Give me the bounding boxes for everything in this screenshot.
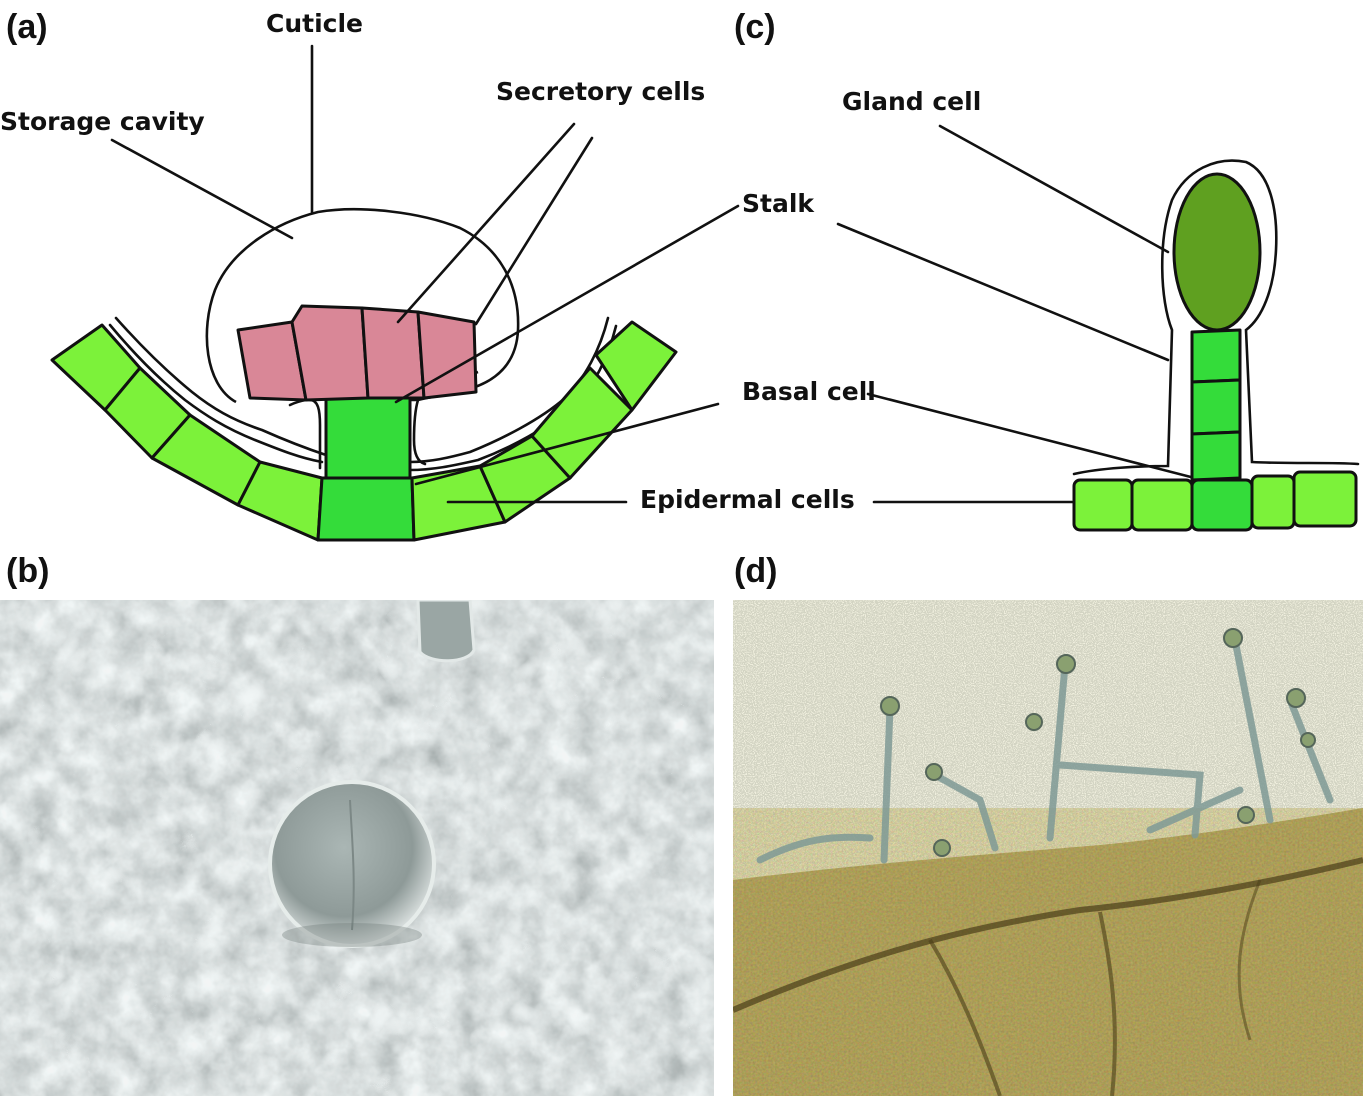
micro-gland-head [933, 839, 951, 857]
panel-b: (b) [0, 552, 714, 1096]
leader-basal-a [414, 402, 720, 486]
stalk-cell [1190, 328, 1242, 384]
micro-gland-head [1056, 654, 1076, 674]
micro-hair [1286, 696, 1334, 804]
label-gland-cell: Gland cell [842, 87, 981, 116]
label-storage-cavity: Storage cavity [0, 107, 205, 136]
micro-vein [928, 938, 1002, 1096]
basal-cell-c [1190, 478, 1254, 532]
sem-micrograph [0, 600, 714, 1096]
label-basal-cell: Basal cell [742, 377, 876, 406]
leader-storage-cavity [110, 138, 294, 240]
micro-hair [1146, 786, 1244, 834]
leader-stalk-c [836, 222, 1170, 362]
label-epidermal-cells: Epidermal cells [640, 485, 855, 514]
micro-gland-head [880, 696, 900, 716]
epidermal-cell [1072, 478, 1134, 532]
stalk-cells-c [1190, 328, 1242, 482]
stalk-cell [1190, 378, 1242, 436]
micro-gland-heads [880, 628, 1316, 857]
panel-c: (c) Gland cell [734, 8, 1360, 532]
micro-gland-head [1237, 806, 1255, 824]
sem-gland-disc [268, 780, 436, 948]
micro-hair [931, 771, 999, 852]
stalk-outer-wall [308, 398, 322, 470]
epidermal-cells-c [1072, 470, 1358, 532]
micro-hair [1056, 761, 1204, 839]
epidermal-cell [1130, 478, 1194, 532]
stalk-cell-a [324, 390, 412, 480]
micro-gland-head [925, 763, 943, 781]
epidermal-cell [594, 320, 678, 412]
leader-basal-c [866, 392, 1220, 486]
panel-a-letter: (a) [6, 8, 48, 46]
micro-hair [1231, 636, 1274, 824]
micro-vein [733, 857, 1363, 1013]
micro-vein [1237, 879, 1262, 1041]
micro-gland-head [1286, 688, 1306, 708]
basal-cell-a [316, 476, 416, 542]
micro-gland-head [1223, 628, 1243, 648]
micro-hair [1046, 661, 1069, 842]
label-stalk: Stalk [742, 189, 815, 218]
epidermal-cell [1250, 474, 1296, 530]
label-secretory-cells: Secretory cells [496, 77, 705, 106]
panel-b-letter: (b) [6, 552, 49, 590]
secretory-cells-a [236, 304, 478, 402]
epidermal-cell [1292, 470, 1358, 528]
secretory-cell [290, 304, 370, 402]
label-cuticle: Cuticle [266, 9, 363, 38]
secretory-cell [360, 306, 426, 400]
panel-c-letter: (c) [734, 8, 776, 46]
sem-disc-shadow [282, 923, 422, 947]
panel-a: (a) Cuticl [0, 8, 1220, 542]
cuticle-line-right-outer [408, 316, 610, 464]
stalk-outer-wall-right [412, 398, 427, 466]
leader-secretory-2 [474, 136, 594, 326]
sem-disc-crease [349, 799, 355, 931]
micro-gland-head [1300, 732, 1316, 748]
micro-tissue-texture [733, 808, 1363, 1096]
micro-vein [1098, 911, 1117, 1096]
cuticle-outline-c [1072, 159, 1360, 476]
stalk-cell [1190, 430, 1242, 482]
leader-stalk-a [394, 204, 740, 404]
panel-d-letter: (d) [734, 552, 777, 590]
gland-cell [1172, 172, 1262, 332]
micro-hair [756, 833, 874, 864]
micro-hair [880, 704, 894, 864]
cuticle-line-inner [108, 323, 324, 464]
leader-secretory-1 [396, 122, 576, 324]
micro-gland-head [1025, 713, 1043, 731]
panel-d: (d) [733, 552, 1363, 1096]
micro-trichomes [756, 636, 1334, 864]
secretory-cell [416, 310, 478, 400]
sem-trichome-fragment [416, 600, 476, 663]
leader-gland-cell [938, 124, 1170, 254]
light-micrograph [733, 600, 1363, 1096]
